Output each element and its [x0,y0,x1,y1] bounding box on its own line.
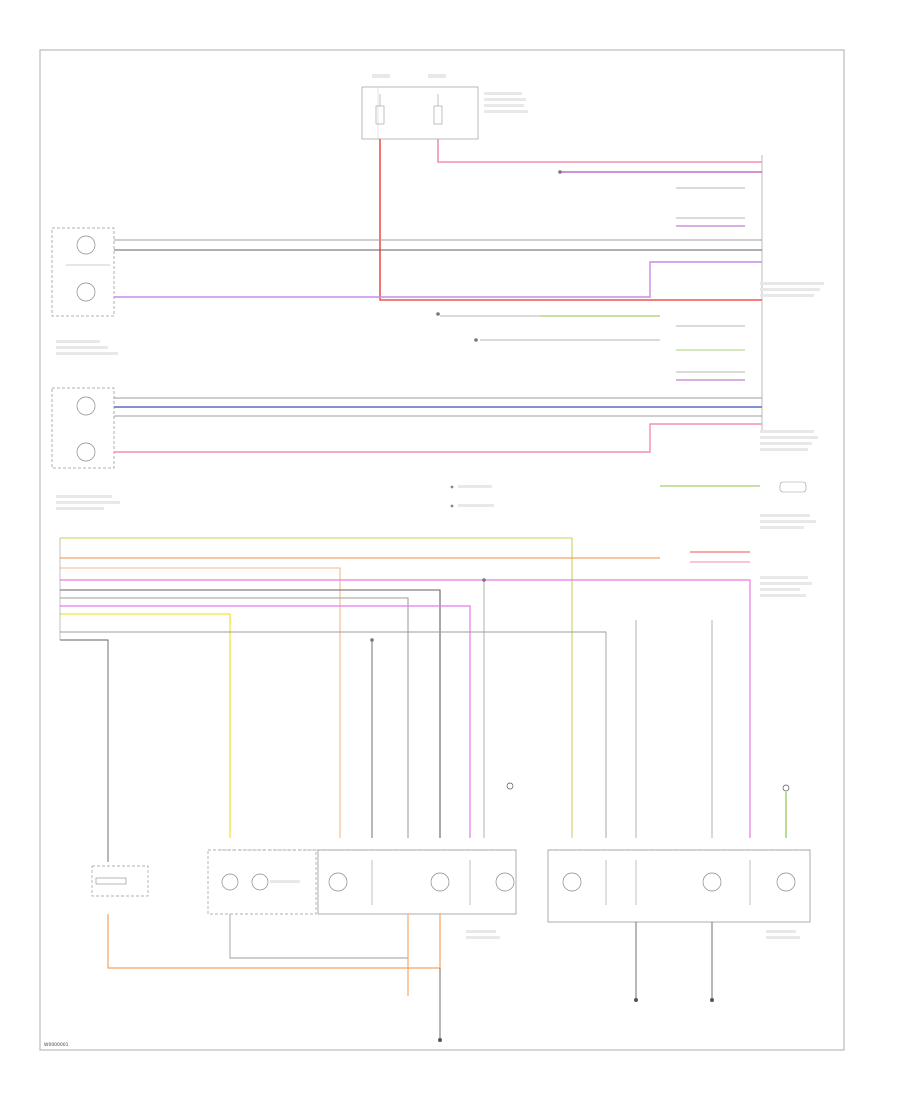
diagram-border [39,49,845,1051]
right-rear-lamp-assembly [547,849,811,939]
power-distribution-box [361,74,528,140]
trunk-lamp-switch [207,849,317,915]
legend-markers [450,485,494,508]
wire-harness-middle [59,170,787,862]
wire-bundle-top [114,139,762,487]
left-rear-lamp-assembly [317,849,517,939]
right-front-window-switch [51,387,120,510]
fuel-door-relay [91,865,149,897]
ground-wiring [107,782,790,1042]
diagram-code: W0000001 [44,1042,69,1048]
left-front-window-switch [51,227,118,355]
right-connector-column [760,155,824,597]
